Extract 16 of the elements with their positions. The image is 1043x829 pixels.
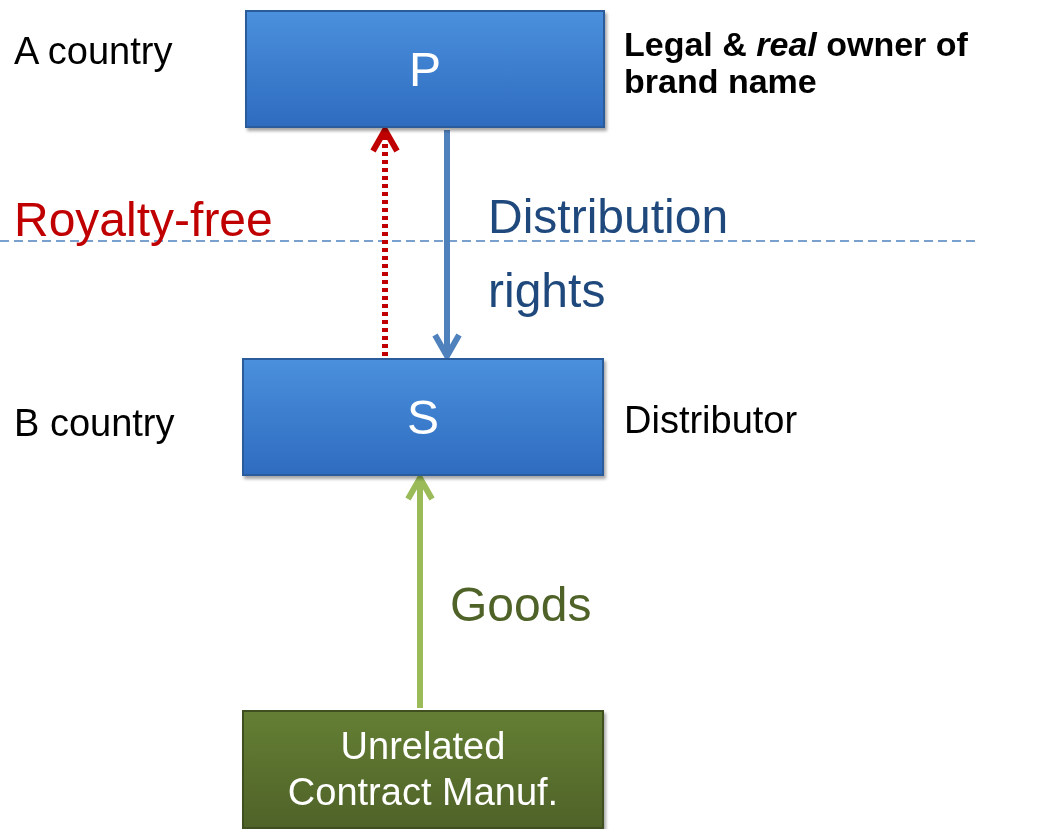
node-note: Distributor bbox=[624, 400, 799, 442]
box-label: Unrelated Contract Manuf. bbox=[286, 723, 560, 815]
country-label: A country bbox=[14, 30, 173, 73]
edge-label: Distribution rights bbox=[488, 189, 730, 320]
edge-label: Royalty-free bbox=[14, 192, 274, 248]
country-label: B country bbox=[14, 402, 175, 445]
edge-label: Goods bbox=[450, 577, 593, 633]
entity-box bbox=[245, 10, 605, 128]
entity-box bbox=[242, 358, 604, 476]
node-note: Legal & real owner of brand name bbox=[624, 26, 969, 101]
arrow bbox=[432, 130, 462, 359]
arrow bbox=[405, 475, 435, 708]
box-label: P bbox=[409, 41, 441, 97]
arrow bbox=[370, 127, 400, 356]
box-label: S bbox=[407, 389, 439, 445]
manufacturer-box bbox=[242, 710, 604, 829]
